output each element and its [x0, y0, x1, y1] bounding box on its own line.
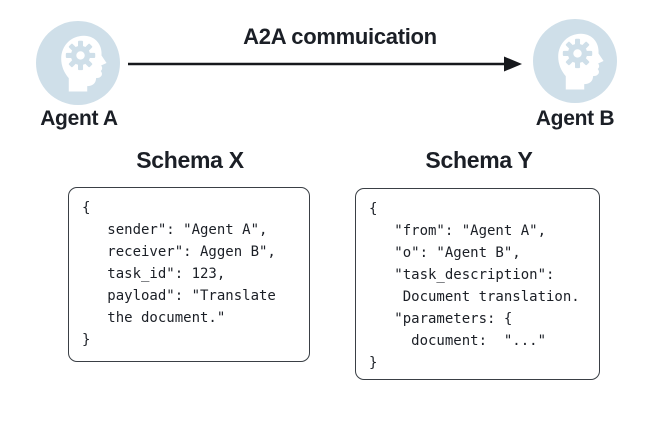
schema-y-box: { "from": "Agent A", "o": "Agent B", "ta…	[355, 188, 600, 380]
agent-b-label: Agent B	[535, 107, 615, 130]
agent-a-label: Agent A	[40, 107, 118, 130]
schema-x-title: Schema X	[136, 147, 244, 173]
schema-x-code: { sender": "Agent A", receiver": Aggen B…	[82, 200, 276, 348]
schema-y-title: Schema Y	[425, 147, 533, 173]
communication-title: A2A commuication	[243, 24, 437, 49]
agent-a-head-gear-icon	[36, 21, 120, 105]
schema-y-code: { "from": "Agent A", "o": "Agent B", "ta…	[369, 201, 580, 371]
schema-x-box: { sender": "Agent A", receiver": Aggen B…	[68, 187, 310, 362]
a2a-arrow-icon	[128, 56, 522, 72]
agent-b-head-gear-icon	[533, 19, 617, 103]
